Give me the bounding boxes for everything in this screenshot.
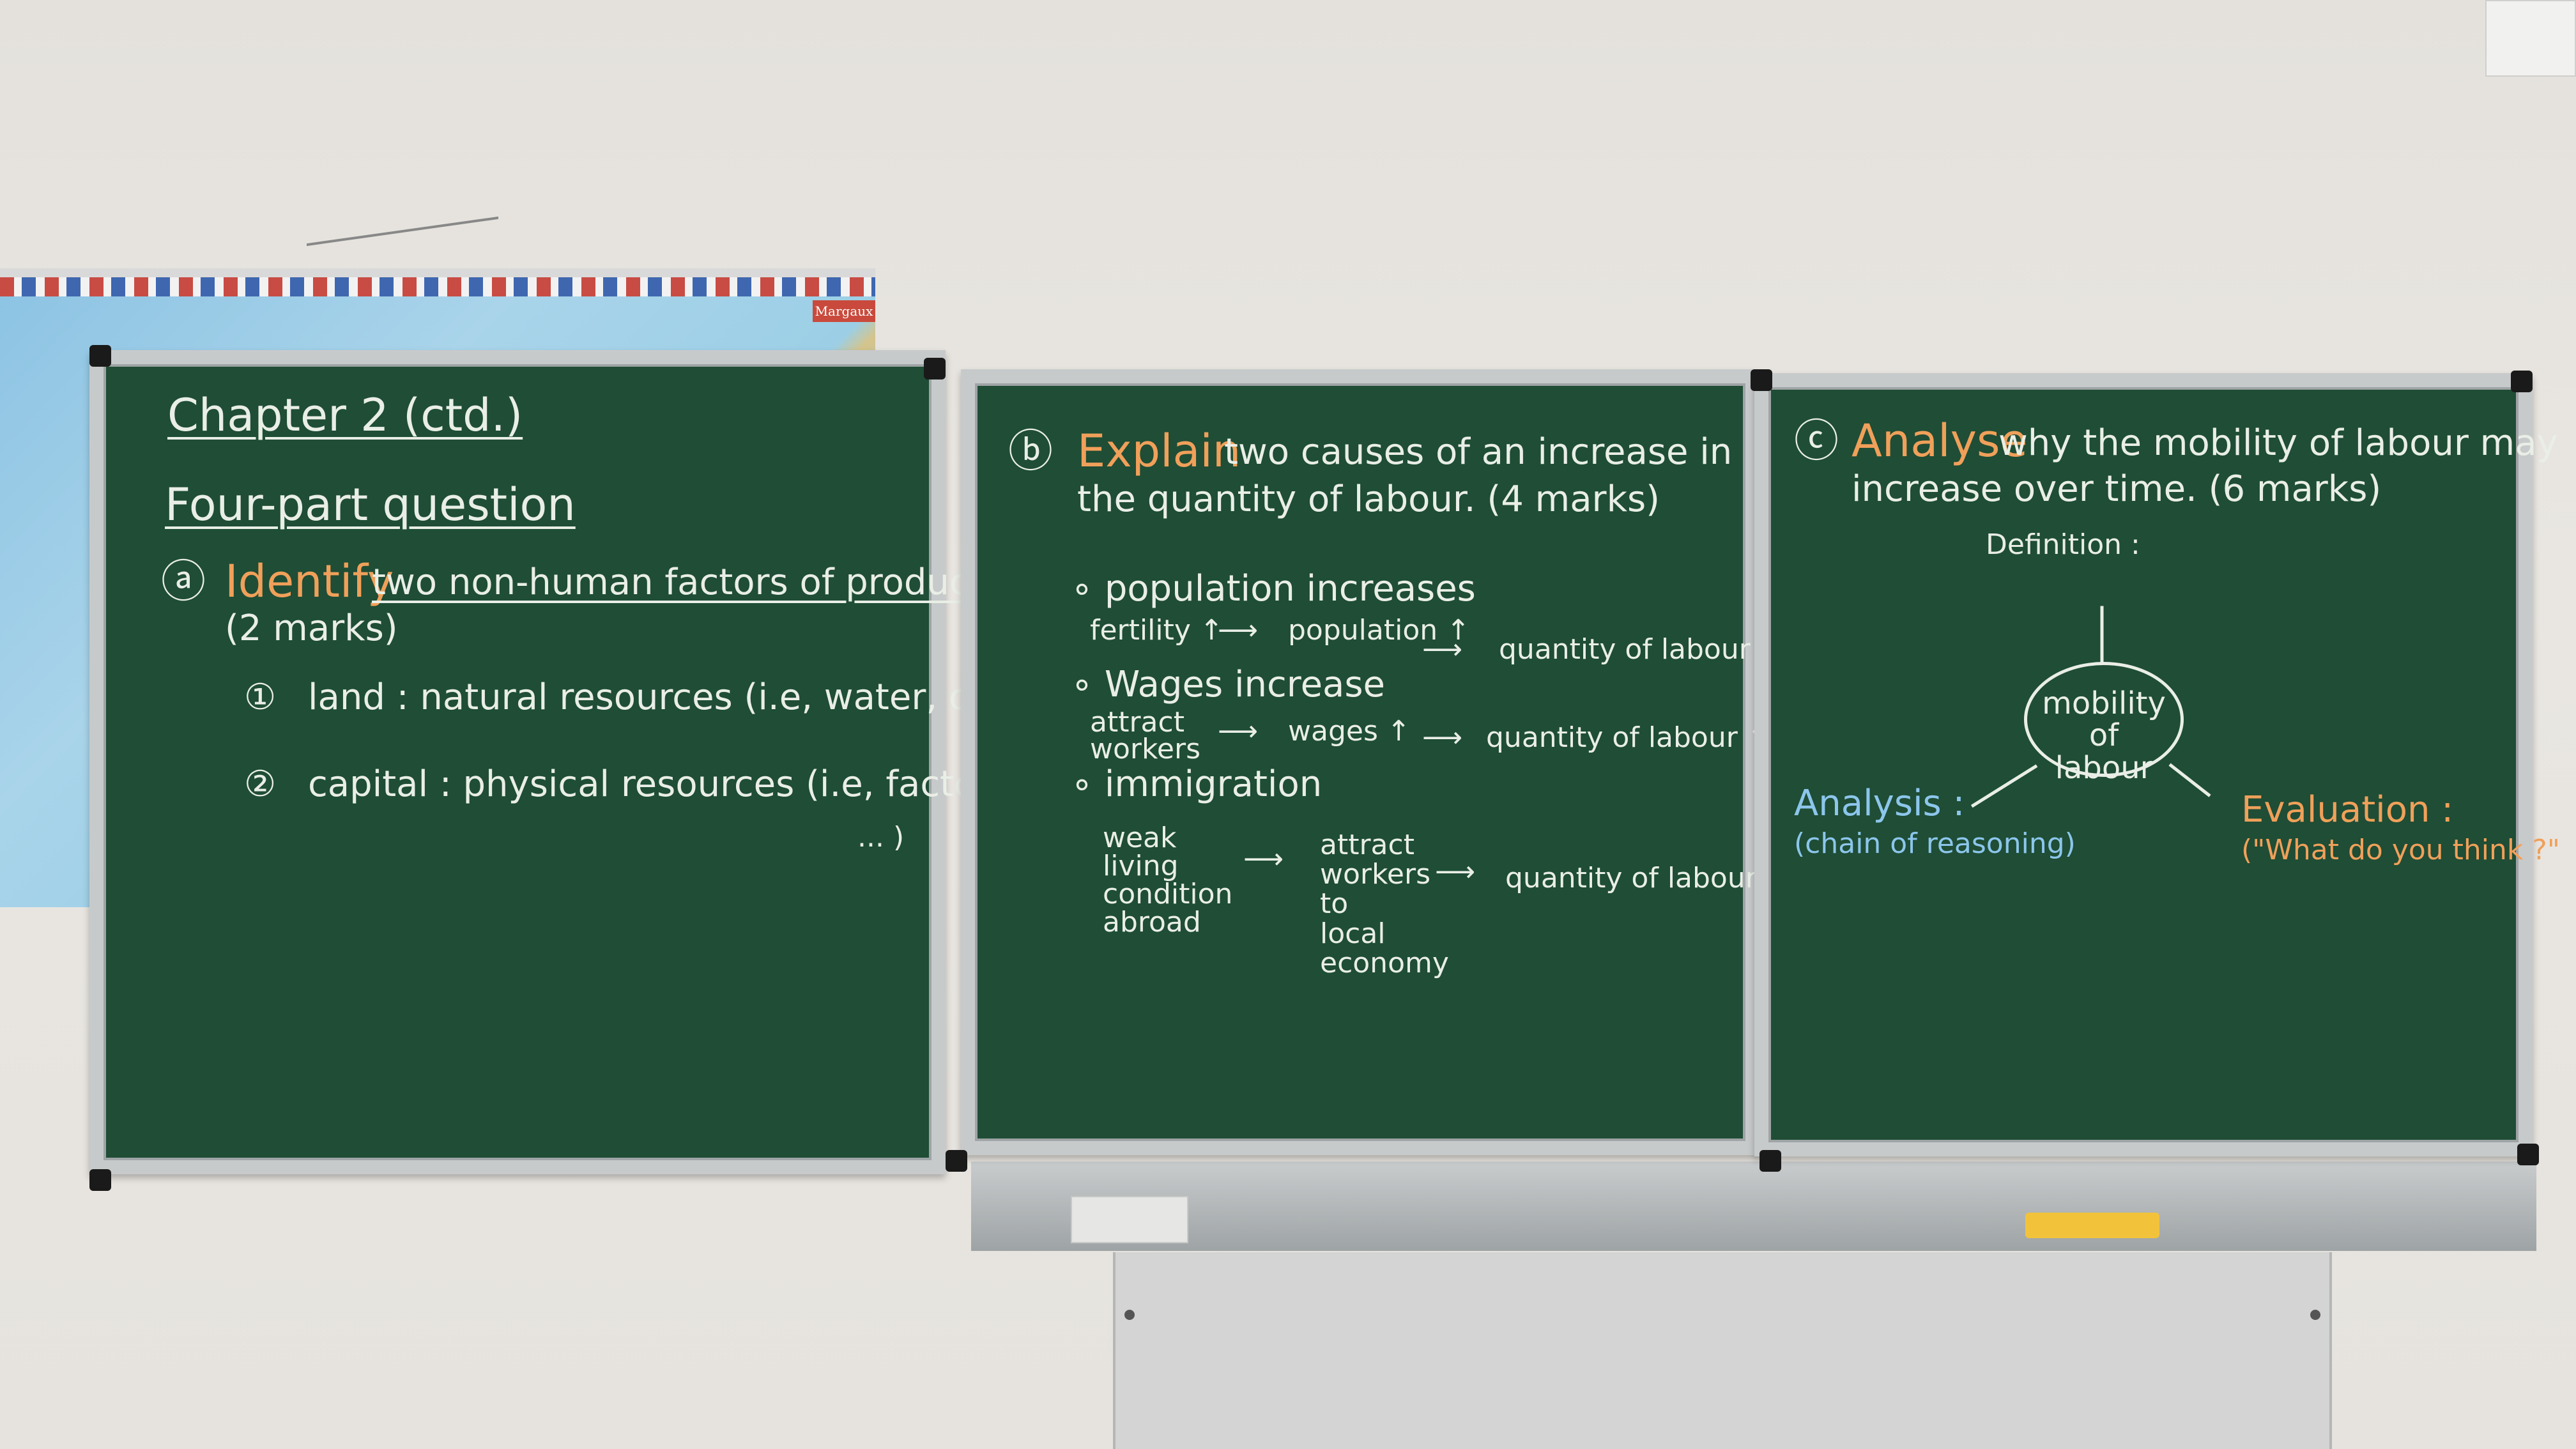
board-b-bullet-3-cause: weak living condition abroad (1103, 822, 1233, 939)
board-b-bullet-1-cause: fertility ↑ (1090, 614, 1223, 647)
mindmap-branch-top (2100, 606, 2104, 664)
board-a-subtitle: Four-part question (165, 479, 576, 531)
mindmap-center-text: mobility of labour (2042, 686, 2166, 786)
board-b-bullet-1-effect: quantity of labour ↑ (1499, 633, 1783, 666)
board-c-evaluation-label: Evaluation : (2241, 789, 2454, 831)
bolt-icon (1124, 1310, 1135, 1320)
board-a-item1-text: land : natural resources (i.e, water, oi… (308, 677, 1073, 718)
board-c-question-line1: why the mobility of labour may (1998, 422, 2558, 464)
board-sponge (2025, 1213, 2159, 1238)
board-corner-cap (89, 345, 111, 367)
mindmap-branch-right (2168, 763, 2211, 797)
arrow-icon: ⟶ (1435, 855, 1476, 888)
chalkboard-middle: ⓑ Explain two causes of an increase in t… (961, 369, 1790, 1155)
board-b-bullet-2-effect: quantity of labour ↑ (1486, 721, 1770, 754)
board-a-item2-continuation: ... ) (857, 821, 905, 854)
wall-switch-plate (2485, 0, 2576, 77)
board-corner-cap (1751, 369, 1772, 391)
board-b-bullet-1-mid: population ↑ (1288, 614, 1470, 647)
board-corner-cap (924, 358, 946, 379)
arrow-icon: ⟶ (1218, 614, 1259, 647)
board-c-question-line2: increase over time. (6 marks) (1851, 468, 2382, 510)
board-b-bullet-1: ∘ population increases (1071, 568, 1476, 610)
arrow-icon: ⟶ (1422, 633, 1463, 666)
board-corner-cap (89, 1169, 111, 1191)
board-b-question-letter: ⓑ (1008, 425, 1053, 477)
board-c-definition-label: Definition : (1986, 528, 2140, 561)
chalkboard-right: ⓒ Analyse why the mobility of labour may… (1754, 373, 2560, 1156)
board-b-question-line2: the quantity of labour. (4 marks) (1077, 479, 1660, 520)
board-c-question-letter: ⓒ (1794, 415, 1839, 467)
board-b-question-line1: two causes of an increase in (1224, 431, 1733, 473)
chalk-tray (971, 1162, 2536, 1251)
board-a-item2-number: ② (244, 763, 277, 805)
board-c-analysis-sub: (chain of reasoning) (1794, 827, 2076, 860)
chalk-box (1071, 1196, 1188, 1243)
board-a-item1-number: ① (244, 677, 277, 718)
board-b-bullet-2: ∘ Wages increase (1071, 664, 1385, 705)
board-a-marks: (2 marks) (225, 608, 398, 649)
board-a-question-text: two non-human factors of production (372, 562, 1038, 603)
chalkboard-left: Chapter 2 (ctd.) Four-part question ⓐ Id… (89, 350, 1188, 1174)
map-label-tag: Margaux (813, 300, 875, 322)
board-corner-cap (2517, 1144, 2539, 1165)
board-a-question-letter: ⓐ (161, 555, 206, 608)
board-b-bullet-2-mid: wages ↑ (1288, 715, 1411, 747)
arrow-icon: ⟶ (1422, 721, 1463, 754)
board-corner-cap (2511, 371, 2533, 392)
board-a-command-word: Identify (225, 555, 394, 608)
arrow-icon: ⟶ (1243, 843, 1284, 875)
board-b-bullet-3-mid: attract workers to local economy (1320, 829, 1449, 979)
board-c-command-word: Analyse (1851, 415, 2028, 467)
board-corner-cap (946, 1150, 967, 1172)
arrow-icon: ⟶ (1218, 715, 1259, 747)
board-b-bullet-3: ∘ immigration (1071, 763, 1322, 805)
board-b-bullet-2-cause: attract workers (1090, 706, 1200, 765)
board-c-evaluation-sub: ("What do you think ?" (2241, 834, 2560, 866)
board-corner-cap (1759, 1150, 1781, 1172)
mindmap-center-node (2024, 662, 2184, 777)
board-a-title: Chapter 2 (ctd.) (167, 389, 523, 441)
board-b-bullet-3-effect: quantity of labour ↑ (1505, 862, 1790, 894)
board-c-analysis-label: Analysis : (1794, 783, 1965, 824)
board-b-command-word: Explain (1077, 425, 1241, 477)
wall-panel (1113, 1252, 2332, 1449)
map-flag-strip (0, 277, 875, 296)
bolt-icon (2310, 1310, 2320, 1320)
mindmap-branch-left (1970, 764, 2038, 808)
